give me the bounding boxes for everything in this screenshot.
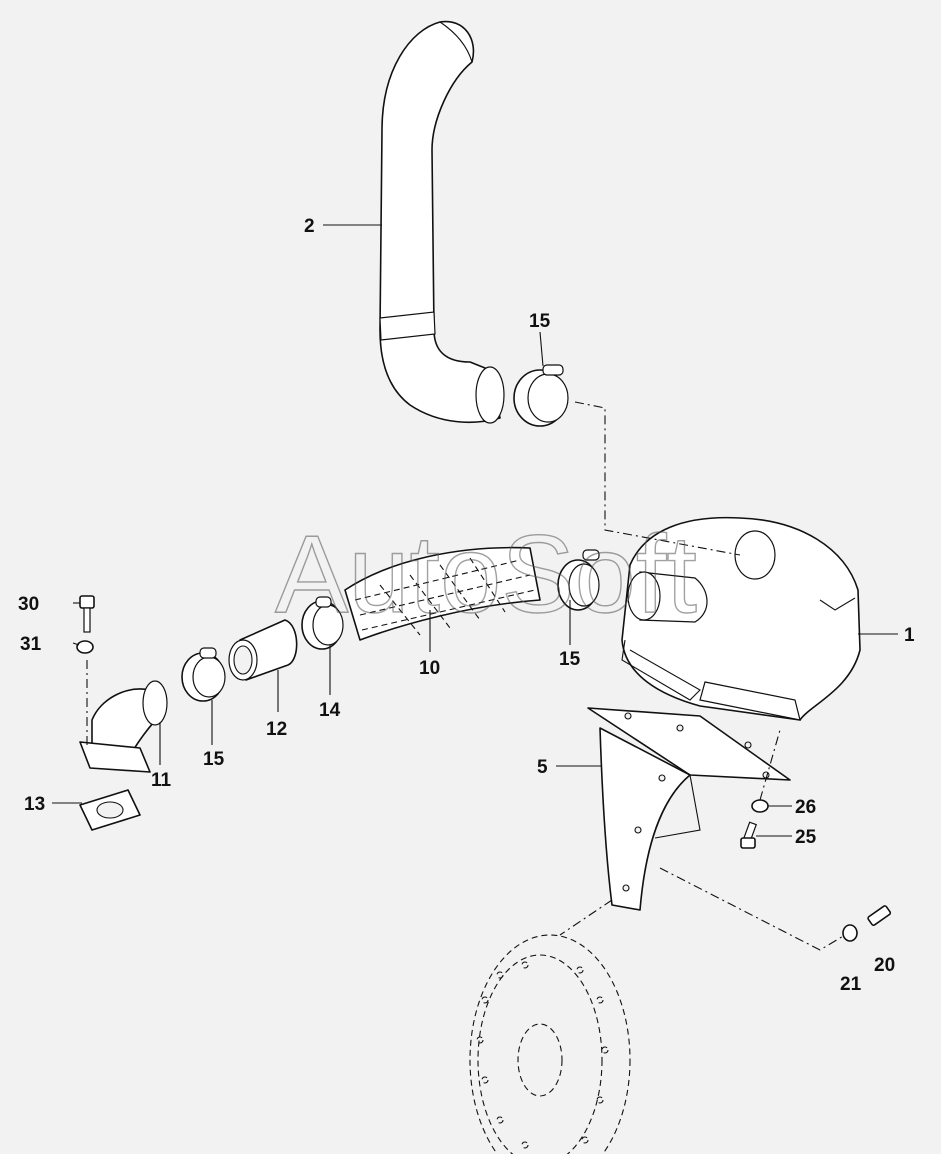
part-2-intake-pipe xyxy=(379,20,505,424)
part-13-gasket xyxy=(79,789,141,831)
centre-lines xyxy=(86,401,846,951)
part-1-air-cleaner xyxy=(621,516,861,721)
part-11-elbow xyxy=(79,680,168,773)
part-10-hose xyxy=(344,546,541,641)
flywheel-housing xyxy=(469,934,631,1154)
part-5-bracket xyxy=(587,707,791,911)
callout-13: 13 xyxy=(24,794,45,815)
part-14-clamp xyxy=(301,596,344,650)
part-31-washer xyxy=(76,640,94,654)
callout-26: 26 xyxy=(795,797,816,818)
callout-12: 12 xyxy=(266,719,287,740)
callout-5: 5 xyxy=(537,757,548,778)
callout-15-top: 15 xyxy=(529,311,551,332)
callout-11: 11 xyxy=(151,770,172,791)
part-15-clamp-top xyxy=(513,364,569,427)
callout-20: 20 xyxy=(874,955,895,976)
callout-30: 30 xyxy=(18,594,39,615)
part-25-bolt xyxy=(740,821,758,849)
callout-15-left: 15 xyxy=(203,749,225,770)
part-15-clamp-left xyxy=(181,647,226,702)
callout-21: 21 xyxy=(840,974,862,995)
leader-lines xyxy=(52,224,898,837)
part-12-sleeve xyxy=(228,619,298,681)
callout-31: 31 xyxy=(20,634,42,655)
callout-1: 1 xyxy=(904,625,915,646)
callout-10: 10 xyxy=(419,658,440,679)
watermark: AutoSoft xyxy=(275,513,697,636)
callout-14: 14 xyxy=(319,700,341,721)
part-21-washer xyxy=(842,924,858,942)
part-20-bolt xyxy=(867,905,892,926)
callouts: 1 2 15 10 15 14 12 15 11 13 30 31 5 26 2… xyxy=(18,216,915,995)
part-15-clamp-mid xyxy=(557,549,600,611)
callout-15-mid: 15 xyxy=(559,649,581,670)
part-26-nut xyxy=(751,799,769,813)
part-30-screw xyxy=(79,595,95,633)
callout-2: 2 xyxy=(304,216,315,237)
callout-25: 25 xyxy=(795,827,817,848)
